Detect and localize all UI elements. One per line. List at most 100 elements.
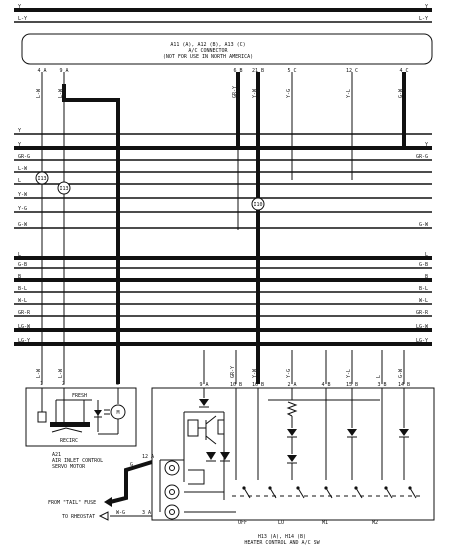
- connector-wire-label: Y-G: [286, 89, 292, 98]
- bus-label-right: LG-W: [416, 324, 429, 330]
- bus-label-left: Y-W: [18, 192, 28, 198]
- bus-label-right: GR-G: [416, 154, 428, 160]
- servo-pin: 1: [40, 381, 43, 387]
- heater-switch-side-inputs: 12 A 3 A G W-G FROM "TAIL" FUSE TO RHEOS…: [48, 454, 154, 521]
- ac-connector-title: A11 (A), A12 (B), A13 (C): [170, 42, 245, 48]
- position-m1: M1: [322, 520, 328, 526]
- wire-label: L: [376, 375, 382, 378]
- ac-connector-note: (NOT FOR USE IN NORTH AMERICA): [163, 54, 253, 60]
- bulb-icon: [164, 460, 180, 476]
- connector-wire-label: G-W: [398, 88, 404, 98]
- wire-label: L-W: [36, 368, 42, 378]
- bus-line: LG-Y LG-Y: [14, 338, 432, 346]
- vertical-wires: [41, 72, 406, 384]
- position-lo: LO: [278, 520, 284, 526]
- bus-label-right: L: [425, 252, 428, 258]
- bus-label-left: L: [18, 252, 21, 258]
- bus-line: Y-W: [14, 192, 432, 199]
- connector-wire-label: L-W: [58, 88, 64, 98]
- bus-label-left: Y: [18, 142, 21, 148]
- bus-label-left: GR-R: [18, 310, 31, 316]
- bus-label-left: L-W: [18, 166, 28, 172]
- heater-switch-code: H13 (A), H14 (B): [258, 534, 306, 540]
- servo-pin: 3: [116, 381, 119, 387]
- servo-code: A21: [52, 452, 61, 458]
- connector-pin: 21 B: [252, 68, 264, 74]
- connector-pin: 6 B: [233, 68, 242, 74]
- bus-label-left: L-Y: [18, 16, 27, 22]
- servo-fresh-label: FRESH: [72, 393, 87, 399]
- fuse-input: FROM "TAIL" FUSE: [48, 500, 96, 506]
- wire-label: Y-G: [286, 369, 292, 378]
- bus-label-right: G-B: [419, 262, 428, 268]
- bus-label-left: W-L: [18, 298, 27, 304]
- connector-pin: 5 C: [287, 68, 296, 74]
- ac-connector: A11 (A), A12 (B), A13 (C) A/C CONNECTOR …: [21, 33, 433, 65]
- connector-wire-label: GR-Y: [232, 86, 238, 98]
- bus-line: L: [14, 178, 432, 185]
- ac-connector-subtitle: A/C CONNECTOR: [188, 48, 228, 54]
- heater-switch-pin: 2 A: [287, 382, 296, 388]
- heater-switch-pin: 4 B: [321, 382, 330, 388]
- connector-pin: 9 A: [59, 68, 68, 74]
- bulb-icon: [164, 504, 180, 520]
- bus-line: L-Y L-Y: [14, 16, 432, 23]
- lower-wire-labels: L-W L-W GR-Y Y-W Y-G Y-L L G-W: [36, 366, 404, 378]
- connector-pin: 4 A: [37, 68, 46, 74]
- blower-selector-contacts: [232, 486, 420, 499]
- junction-label: I13: [37, 176, 46, 182]
- heater-switch-pin: 15 B: [346, 382, 358, 388]
- connector-pin: 12 C: [346, 68, 358, 74]
- side-wire: G: [130, 462, 133, 468]
- motor-label: M: [116, 410, 119, 416]
- bus-line: GR-R GR-R: [14, 310, 432, 317]
- servo-subtitle: SERVO MOTOR: [52, 464, 86, 470]
- bus-label-right: LG-Y: [416, 338, 428, 344]
- side-pin: 12 A: [142, 454, 154, 460]
- junction-connector: I13: [35, 171, 49, 185]
- position-m2: M2: [372, 520, 378, 526]
- wire-label: L-W: [58, 368, 64, 378]
- bus-label-right: GR-R: [416, 310, 429, 316]
- bus-label-right: Y: [425, 4, 428, 10]
- servo-title: AIR INLET CONTROL: [52, 458, 103, 464]
- bus-label-left: G-W: [18, 222, 28, 228]
- bus-label-left: Y: [18, 128, 21, 134]
- bus-label-right: W-L: [419, 298, 428, 304]
- junction-connector: I13: [57, 181, 71, 195]
- heater-switch-pin: 16 B: [252, 382, 264, 388]
- connector-wire-label: L-W: [36, 88, 42, 98]
- connector-pin: 4 C: [399, 68, 408, 74]
- heater-switch-title: HEATER CONTROL AND A/C SW: [244, 540, 320, 546]
- bus-label-left: LG-Y: [18, 338, 30, 344]
- wire-label: G-W: [398, 368, 404, 378]
- bus-line: Y: [14, 128, 432, 135]
- bus-label-left: GR-G: [18, 154, 30, 160]
- side-wire: W-G: [116, 510, 125, 516]
- bus-label-right: L-Y: [419, 16, 428, 22]
- position-off: OFF: [238, 520, 247, 526]
- bus-label-left: L: [18, 178, 21, 184]
- bus-line: GR-G GR-G: [14, 154, 432, 161]
- rheostat-output: TO RHEOSTAT: [62, 514, 95, 520]
- bus-label-left: B-L: [18, 286, 27, 292]
- junction-connector: I10: [251, 197, 265, 211]
- heater-switch-pin: 10 B: [230, 382, 242, 388]
- connector-wire-label: Y-L: [346, 89, 352, 98]
- side-pin: 3 A: [142, 510, 151, 516]
- bus-line: Y-G: [14, 206, 432, 213]
- wire-label: GR-Y: [230, 366, 236, 378]
- wire-label: Y-W: [252, 368, 258, 378]
- servo-pin: 2: [62, 381, 65, 387]
- bus-label-left: G-B: [18, 262, 27, 268]
